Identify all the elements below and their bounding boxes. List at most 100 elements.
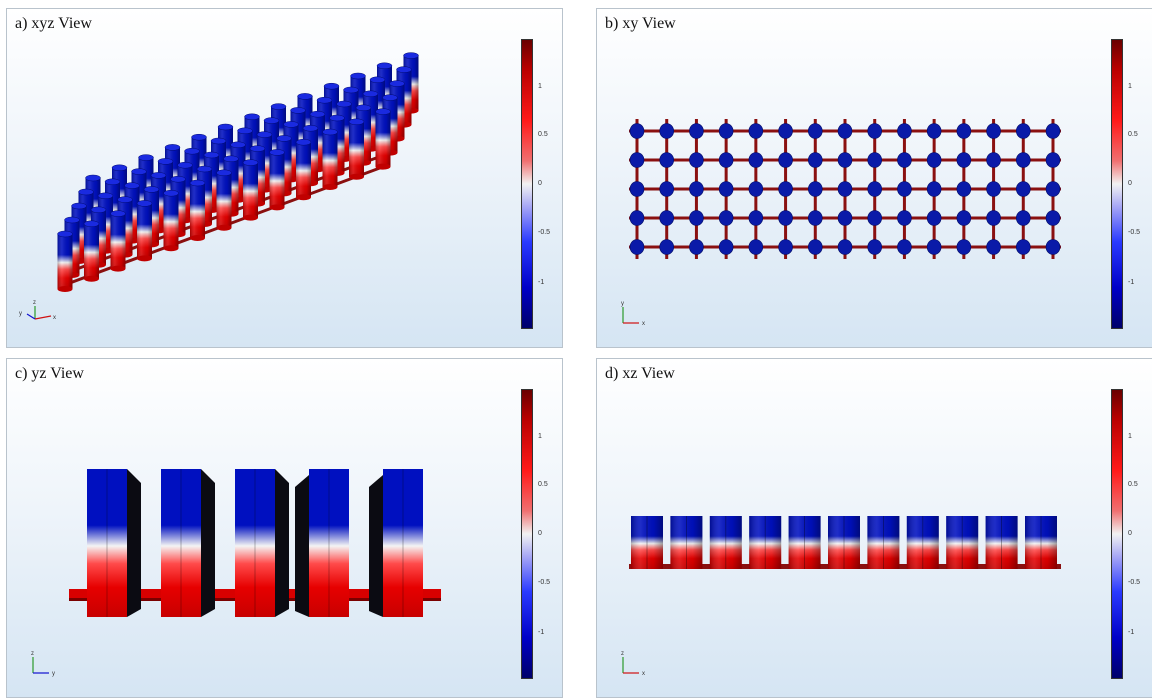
colorbar-tick: 0.5 [538, 481, 548, 488]
panel-title: d) xz View [605, 365, 675, 382]
pillar-top [867, 210, 883, 226]
panel-title: a) xyz View [15, 15, 92, 32]
pillar-top [689, 181, 704, 197]
pillar-top [837, 181, 853, 197]
xyz-view-scene [57, 52, 419, 292]
axis-label-x: x [642, 321, 645, 327]
xy-view-scene [629, 119, 1061, 259]
pillar [269, 149, 285, 211]
pillar-top [1045, 181, 1061, 197]
xz-view-scene [629, 516, 1061, 569]
pillar [189, 179, 206, 241]
pillar [83, 220, 100, 282]
panel-title: b) xy View [605, 15, 676, 32]
colorbar [521, 39, 533, 329]
colorbar-tick: -0.5 [1128, 579, 1141, 586]
pillar-top [956, 239, 972, 255]
pillar-top [1045, 239, 1061, 255]
panel-yz-view: c) yz View 1 0.5 0 -0.5 -1 z y [6, 358, 563, 698]
pillar-top [986, 181, 1001, 197]
pillar-top [926, 123, 942, 139]
colorbar-tick: 1 [1128, 83, 1132, 90]
panel-xy-view: b) xy View 1 0.5 0 -0.5 -1 y x [596, 8, 1152, 348]
pillar-top [926, 152, 942, 168]
colorbar [1111, 39, 1123, 329]
axis-label-y: y [19, 311, 22, 317]
pillar-block [788, 516, 821, 569]
pillar-top [807, 210, 823, 226]
pillar-top [867, 239, 883, 255]
pillar-top [867, 152, 883, 168]
pillar-top [926, 239, 942, 255]
pillar-top [748, 181, 764, 197]
axis-triad: z x [621, 651, 645, 677]
pillar-top [748, 210, 764, 226]
pillar-top [1015, 123, 1031, 139]
colorbar-tick: 1 [538, 83, 542, 90]
pillar-top [629, 239, 645, 255]
pillar [348, 118, 365, 180]
axis-label-x: x [53, 315, 56, 321]
pillar [136, 200, 153, 262]
pillar [57, 230, 73, 292]
pillar-top [718, 181, 734, 197]
pillar [163, 189, 179, 252]
pillar-block [946, 516, 979, 569]
axis-triad: z y x [19, 300, 56, 321]
pillar-block [235, 469, 289, 617]
pillar-top [629, 210, 645, 226]
pillar [242, 159, 259, 221]
colorbar-tick: 0 [1128, 530, 1132, 537]
pillar [110, 210, 126, 272]
pillar-top [956, 123, 972, 139]
pillar-block [985, 516, 1018, 569]
pillar-top [1015, 210, 1031, 226]
pillar-top [956, 181, 972, 197]
colorbar-tick: -1 [538, 279, 545, 286]
pillar-block [828, 516, 860, 569]
pillar-top [897, 181, 912, 197]
colorbar-tick: -1 [538, 629, 545, 636]
pillar-top [778, 210, 793, 226]
pillar-top [689, 239, 704, 255]
pillar-top [897, 239, 912, 255]
pillar-top [986, 239, 1001, 255]
pillar [295, 138, 312, 201]
axis-label-y: y [52, 671, 55, 677]
panel-xz-view: d) xz View 1 0.5 0 -0.5 -1 z x [596, 358, 1152, 698]
pillar-top [897, 152, 912, 168]
pillar-top [986, 152, 1001, 168]
panel-title: c) yz View [15, 365, 84, 382]
pillar-top [748, 239, 764, 255]
pillar-top [689, 123, 704, 139]
pillar-top [689, 152, 704, 168]
pillar-block [1025, 516, 1057, 569]
pillar-top [867, 123, 883, 139]
pillar-top [778, 239, 793, 255]
pillar-top [748, 152, 764, 168]
pillar-top [837, 210, 853, 226]
pillar-top [807, 181, 823, 197]
pillar-top [778, 181, 793, 197]
pillar-top [718, 210, 734, 226]
pillar-top [718, 239, 734, 255]
pillar-top [778, 123, 793, 139]
colorbar-tick: -0.5 [1128, 229, 1141, 236]
pillar-top [659, 152, 675, 168]
pillar-block [631, 516, 663, 569]
axis-label-z: z [621, 651, 624, 657]
pillar-top [1045, 152, 1061, 168]
pillar-top [1015, 181, 1031, 197]
pillar-top [778, 152, 793, 168]
pillar-top [807, 152, 823, 168]
pillar-block [670, 516, 703, 569]
pillar-top [748, 123, 764, 139]
colorbar-tick: -1 [1128, 279, 1135, 286]
pillar-top [1045, 123, 1061, 139]
pillar-top [1015, 152, 1031, 168]
pillar-top [926, 181, 942, 197]
colorbar-tick: -1 [1128, 629, 1135, 636]
axis-label-x: x [642, 671, 645, 677]
pillar-top [629, 152, 645, 168]
pillar-top [807, 123, 823, 139]
